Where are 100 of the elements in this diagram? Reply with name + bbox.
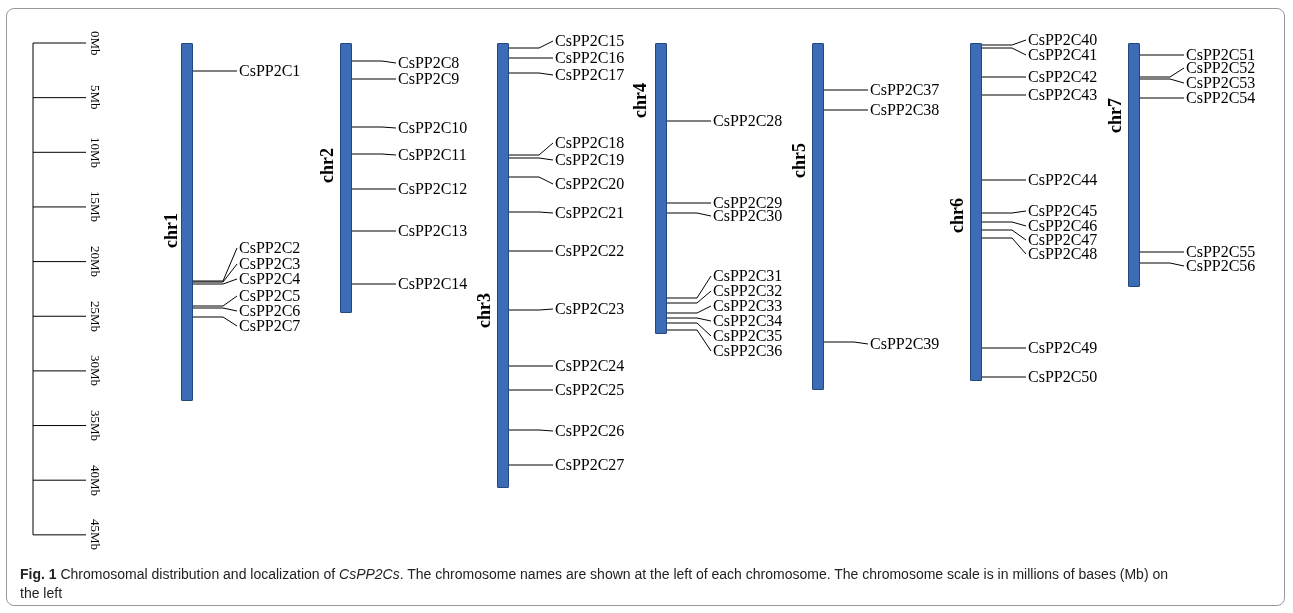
scale-label: 10Mb xyxy=(89,136,102,168)
leader-line xyxy=(192,70,238,72)
gene-label: CsPP2C4 xyxy=(239,271,301,287)
gene-label: CsPP2C31 xyxy=(713,268,783,284)
leader-line xyxy=(508,40,554,49)
scale-label: 5Mb xyxy=(89,85,102,110)
chromosome-label: chr1 xyxy=(162,212,180,248)
gene-label: CsPP2C19 xyxy=(555,152,625,168)
leader-line xyxy=(666,317,712,322)
leader-line xyxy=(1139,54,1185,56)
leader-line xyxy=(981,210,1027,214)
gene-label: CsPP2C3 xyxy=(239,256,301,272)
leader-line xyxy=(508,57,554,59)
gene-label: CsPP2C1 xyxy=(239,63,301,79)
gene-label: CsPP2C40 xyxy=(1028,32,1098,48)
gene-label: CsPP2C29 xyxy=(713,195,783,211)
leader-line xyxy=(981,47,1027,56)
leader-line xyxy=(508,176,554,185)
scale-label: 45Mb xyxy=(89,519,102,551)
gene-label: CsPP2C20 xyxy=(555,176,625,192)
gene-label: CsPP2C21 xyxy=(555,205,625,221)
gene-label: CsPP2C48 xyxy=(1028,246,1098,262)
leader-line xyxy=(981,229,1027,241)
leader-line xyxy=(508,308,554,311)
leader-line xyxy=(508,72,554,76)
scale-label: 15Mb xyxy=(89,191,102,223)
leader-line xyxy=(823,341,869,345)
gene-label: CsPP2C16 xyxy=(555,50,625,66)
chromosome-label: chr6 xyxy=(948,197,966,233)
chromosome-label: chr5 xyxy=(790,142,808,178)
leader-line xyxy=(508,464,554,466)
leader-line xyxy=(351,283,397,285)
gene-label: CsPP2C45 xyxy=(1028,203,1098,219)
gene-label: CsPP2C35 xyxy=(713,328,783,344)
leader-line xyxy=(981,347,1027,349)
gene-label: CsPP2C49 xyxy=(1028,340,1098,356)
gene-label: CsPP2C22 xyxy=(555,243,625,259)
leader-line xyxy=(823,89,869,91)
leader-line xyxy=(192,307,238,312)
gene-label: CsPP2C11 xyxy=(398,147,467,163)
leader-line xyxy=(192,295,238,307)
leader-line xyxy=(192,263,238,283)
gene-label: CsPP2C14 xyxy=(398,276,468,292)
gene-label: CsPP2C34 xyxy=(713,313,783,329)
leader-line xyxy=(351,153,397,156)
chromosome-label: chr3 xyxy=(475,292,493,328)
chromosome-label: chr7 xyxy=(1106,97,1124,133)
scale-label: 30Mb xyxy=(89,355,102,387)
leader-line xyxy=(666,290,712,304)
gene-label: CsPP2C56 xyxy=(1186,258,1256,274)
gene-label: CsPP2C39 xyxy=(870,336,940,352)
gene-label: CsPP2C27 xyxy=(555,457,625,473)
gene-label: CsPP2C23 xyxy=(555,301,625,317)
leader-line xyxy=(351,230,397,232)
leader-line xyxy=(192,247,238,282)
leader-line xyxy=(981,94,1027,96)
gene-label: CsPP2C52 xyxy=(1186,60,1256,76)
leader-line xyxy=(981,376,1027,378)
gene-label: CsPP2C32 xyxy=(713,283,783,299)
leader-line xyxy=(981,76,1027,78)
gene-label: CsPP2C53 xyxy=(1186,75,1256,91)
gene-label: CsPP2C51 xyxy=(1186,47,1256,63)
gene-label: CsPP2C17 xyxy=(555,67,625,83)
gene-label: CsPP2C42 xyxy=(1028,69,1098,85)
gene-label: CsPP2C47 xyxy=(1028,232,1098,248)
gene-label: CsPP2C37 xyxy=(870,82,940,98)
leader-line xyxy=(823,109,869,111)
leader-line xyxy=(981,179,1027,181)
gene-label: CsPP2C33 xyxy=(713,298,783,314)
gene-label: CsPP2C6 xyxy=(239,303,301,319)
leader-line xyxy=(508,250,554,252)
gene-label: CsPP2C10 xyxy=(398,120,468,136)
gene-label: CsPP2C8 xyxy=(398,55,460,71)
leader-line xyxy=(666,322,712,337)
leader-line xyxy=(508,157,554,161)
gene-label: CsPP2C38 xyxy=(870,102,940,118)
gene-label: CsPP2C13 xyxy=(398,223,468,239)
leader-line xyxy=(1139,67,1185,78)
gene-label: CsPP2C24 xyxy=(555,358,625,374)
gene-label: CsPP2C7 xyxy=(239,318,301,334)
chromosome-label: chr2 xyxy=(318,147,336,183)
scale-label: 25Mb xyxy=(89,300,102,332)
leader-line xyxy=(981,221,1027,227)
leader-line xyxy=(666,202,712,204)
leader-line xyxy=(508,389,554,391)
leader-line xyxy=(192,316,238,327)
gene-label: CsPP2C2 xyxy=(239,240,301,256)
gene-label: CsPP2C30 xyxy=(713,208,783,224)
leader-line xyxy=(351,188,397,190)
gene-label: CsPP2C9 xyxy=(398,71,460,87)
leader-line xyxy=(351,126,397,129)
leader-line xyxy=(192,278,238,285)
scale-label: 0Mb xyxy=(89,30,102,56)
leader-line xyxy=(351,60,397,64)
leader-line xyxy=(508,142,554,156)
gene-label: CsPP2C41 xyxy=(1028,47,1098,63)
leader-line xyxy=(666,120,712,122)
leader-line xyxy=(508,365,554,367)
leader-line xyxy=(1139,262,1185,267)
gene-label: CsPP2C5 xyxy=(239,288,301,304)
